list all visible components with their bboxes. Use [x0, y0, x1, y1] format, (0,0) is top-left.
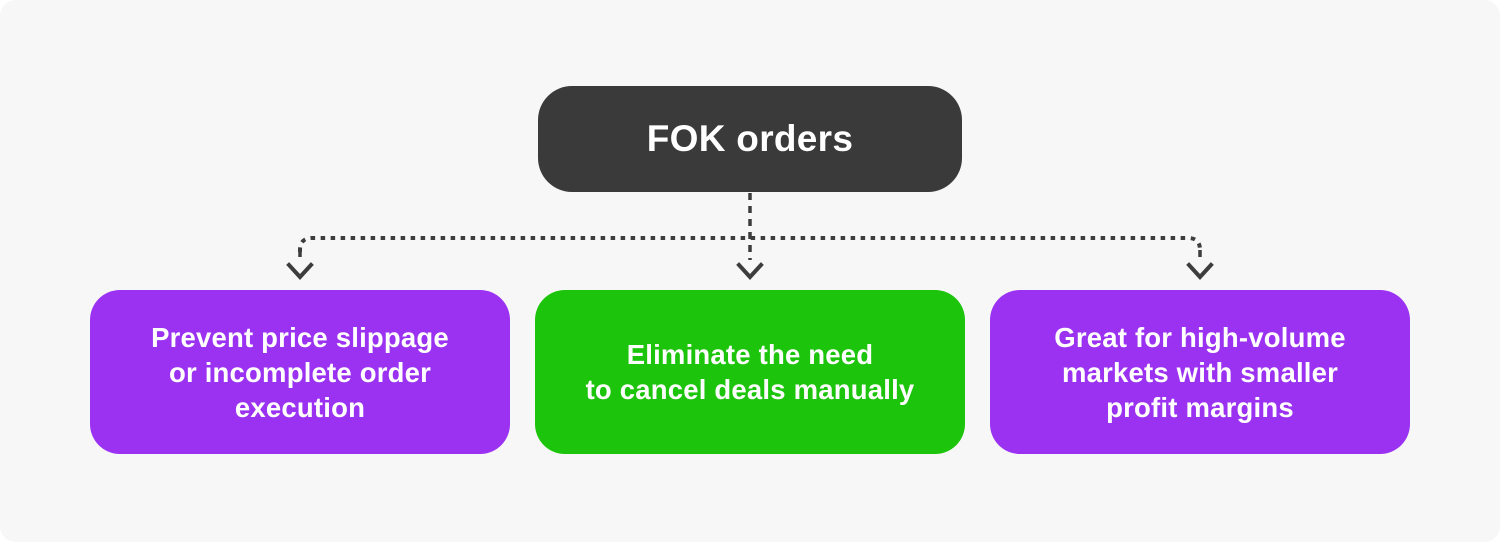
arrowhead-left-icon: [286, 262, 314, 280]
arrowhead-right-icon: [1186, 262, 1214, 280]
arrowhead-center-icon: [736, 262, 764, 280]
connector-horizontal-rail: [298, 236, 1202, 252]
branch-node-high-volume: Great for high-volume markets with small…: [990, 290, 1410, 454]
root-node-fok-orders: FOK orders: [538, 86, 962, 192]
branch-text-line: markets with smaller: [1061, 356, 1339, 388]
branch-node-prevent-slippage: Prevent price slippage or incomplete ord…: [90, 290, 510, 454]
branch-text-line: Prevent price slippage: [151, 321, 449, 353]
branch-text-line: or incomplete order: [168, 356, 432, 388]
branch-text-line: Eliminate the need: [626, 339, 874, 370]
branch-text-line: execution: [234, 391, 366, 423]
branch-text-line: Great for high-volume: [1054, 321, 1346, 353]
root-node-label: FOK orders: [646, 118, 854, 159]
branch-text-line: to cancel deals manually: [585, 374, 915, 405]
branch-text-line: profit margins: [1106, 391, 1294, 423]
branch-node-eliminate-cancel: Eliminate the need to cancel deals manua…: [535, 290, 965, 454]
